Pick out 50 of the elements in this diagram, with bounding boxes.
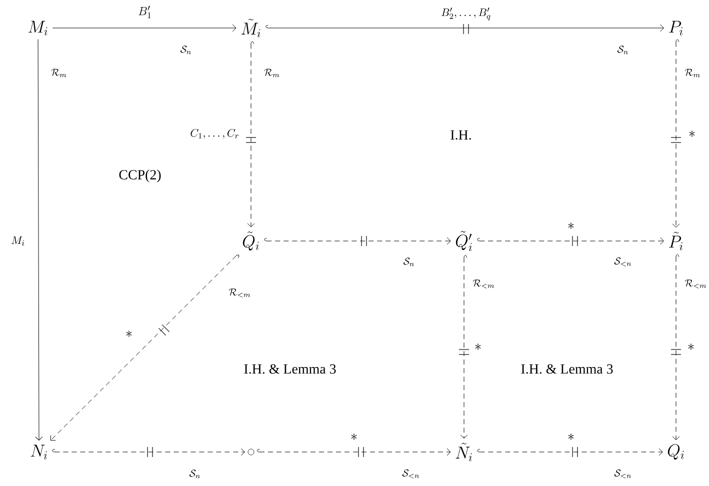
- math-object: $\tilde{Q}_i$: [242, 231, 259, 250]
- annotation-text: I.H. & Lemma 3: [521, 364, 613, 374]
- annotation-text: I.H. & Lemma 3: [244, 364, 336, 374]
- math-object: $N_i$: [30, 444, 47, 460]
- star-mark: $*$: [126, 330, 132, 337]
- edge-label: $\mathcal{R}_m$: [684, 68, 700, 78]
- annotation-text: I.H.: [450, 130, 471, 140]
- arrow: [477, 236, 664, 246]
- edge-label: $B_2',\ldots,B_q'$: [441, 8, 490, 20]
- edge-label: $C_1,\ldots,C_r$: [190, 128, 238, 139]
- arrow: [246, 41, 256, 228]
- arrow: [257, 446, 451, 458]
- arrow: [266, 24, 664, 34]
- star-mark: $*$: [475, 344, 481, 350]
- edge-label: $\mathcal{S}_n$: [403, 258, 414, 266]
- edge-label: $M_i$: [11, 236, 24, 246]
- arrow: [477, 446, 663, 458]
- class-symbol: $\mathcal{S}_n$: [180, 46, 191, 54]
- class-symbol: $\mathcal{R}_m$: [264, 68, 280, 78]
- arrow: [52, 24, 236, 32]
- class-symbol: $\mathcal{R}_m$: [51, 68, 66, 78]
- edge-label: $\mathcal{S}_{<n}$: [614, 257, 631, 266]
- annotation-text: CCP(2): [119, 170, 161, 182]
- math-object: $\tilde{N}_i$: [456, 442, 472, 462]
- math-object: $\tilde{M}_i$: [241, 18, 260, 38]
- edge-label: $\mathcal{R}_{<m}$: [472, 280, 494, 288]
- edge-label: $\mathcal{S}_{<n}$: [614, 469, 631, 478]
- arrow: [52, 446, 245, 458]
- math-object: $\tilde{P}_i$: [669, 232, 683, 250]
- edge-label: $\mathcal{S}_n$: [189, 470, 200, 478]
- arrow: [264, 236, 451, 246]
- edge-label: $\mathcal{S}_{<n}$: [402, 469, 419, 478]
- arrow: [670, 254, 682, 440]
- arrow: [670, 39, 682, 228]
- arrow: [50, 254, 240, 441]
- edge-label: $\mathcal{R}_{<m}$: [684, 280, 706, 288]
- arrow: [35, 39, 43, 440]
- star-mark: $*$: [351, 434, 357, 440]
- math-object: $\tilde{Q}'_i$: [456, 231, 472, 252]
- star-mark: $*$: [689, 130, 695, 137]
- class-symbol: $\mathcal{S}_n$: [617, 46, 628, 54]
- math-object: $Q_i$: [668, 444, 684, 460]
- arrow: [458, 255, 470, 439]
- star-mark: $*$: [568, 434, 574, 440]
- math-object: $P_i$: [669, 20, 683, 36]
- edge-label: $\mathcal{R}_{<m}$: [228, 288, 250, 298]
- star-mark: $*$: [568, 222, 574, 229]
- math-object: $M_i$: [28, 20, 48, 36]
- edge-label: $B_1'$: [138, 6, 151, 18]
- star-mark: $*$: [688, 344, 694, 350]
